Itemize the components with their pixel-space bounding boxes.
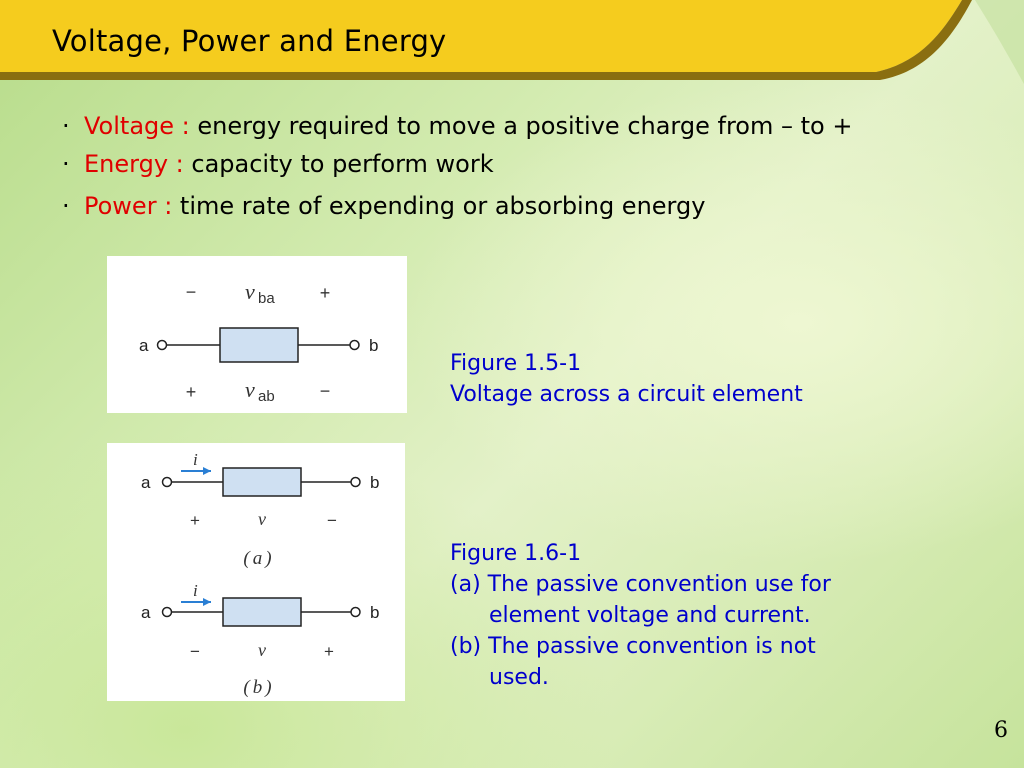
circuit-element-a — [222, 467, 302, 497]
caption-description: Voltage across a circuit element — [450, 382, 803, 407]
figure-1-5-1-image: − v ba + a b + v ab − — [107, 256, 407, 413]
caption-item-b-continued: used. — [489, 665, 549, 690]
node-a-label: a — [139, 336, 149, 355]
figure-1-6-1-image: i a b + v − (a) i a b − v + (b) — [107, 443, 405, 701]
bullet-term: Power : — [84, 192, 173, 220]
caption-figure-number: Figure 1.5-1 — [450, 351, 582, 376]
node-b-label: b — [369, 336, 378, 355]
v-ba-symbol: v — [245, 279, 255, 304]
figure-1-5-1-caption: Figure 1.5-1 Voltage across a circuit el… — [450, 348, 803, 410]
plus-sign-b: + — [324, 642, 334, 661]
minus-sign-a: − — [327, 511, 337, 530]
bullet-dot: · — [62, 192, 70, 220]
current-arrowhead-a — [203, 467, 211, 475]
bottom-minus-sign: − — [320, 381, 331, 401]
current-arrowhead-b — [203, 598, 211, 606]
title-bar: Voltage, Power and Energy — [0, 0, 1024, 84]
bullet-term: Voltage : — [84, 112, 190, 140]
caption-item-b: (b) The passive convention is not — [450, 634, 816, 659]
bullet-voltage: · Voltage : energy required to move a pos… — [62, 112, 852, 140]
bottom-plus-sign: + — [186, 382, 197, 402]
page-number: 6 — [994, 718, 1008, 743]
circuit-element — [219, 327, 299, 363]
bullet-power: · Power : time rate of expending or absor… — [62, 192, 705, 220]
terminal-b — [349, 339, 360, 351]
v-ab-subscript: ab — [258, 388, 275, 405]
bullet-energy: · Energy : capacity to perform work — [62, 150, 494, 178]
bullet-text: time rate of expending or absorbing ener… — [179, 192, 706, 220]
top-minus-sign: − — [186, 282, 197, 302]
current-label-a: i — [193, 450, 198, 469]
title-bar-shape — [0, 0, 1024, 84]
slide-title: Voltage, Power and Energy — [52, 24, 447, 58]
terminal-b-a — [350, 476, 361, 488]
terminal-a-a — [161, 476, 173, 488]
terminal-a — [156, 339, 168, 351]
subfigure-label-b: (b) — [243, 677, 274, 698]
plus-sign-a: + — [190, 511, 200, 530]
node-b-label-a: b — [370, 473, 379, 492]
node-a-label-b: a — [141, 603, 151, 622]
bullet-dot: · — [62, 150, 70, 178]
circuit-diagram-voltage: − v ba + a b + v ab − — [139, 279, 378, 405]
voltage-symbol-b: v — [258, 640, 266, 660]
bullet-text: energy required to move a positive charg… — [197, 112, 853, 140]
minus-sign-b: − — [190, 642, 200, 661]
top-plus-sign: + — [320, 283, 331, 303]
circuit-element-b — [222, 597, 302, 627]
terminal-b-b — [350, 606, 361, 618]
bullet-term: Energy : — [84, 150, 184, 178]
caption-item-a-continued: element voltage and current. — [489, 603, 811, 628]
v-ab-symbol: v — [245, 377, 255, 402]
circuit-diagram-passive-convention: i a b + v − (a) i a b − v + (b) — [141, 450, 379, 698]
terminal-a-b — [161, 606, 173, 618]
node-b-label-b: b — [370, 603, 379, 622]
caption-item-a: (a) The passive convention use for — [450, 572, 831, 597]
voltage-symbol-a: v — [258, 509, 266, 529]
bullet-dot: · — [62, 112, 70, 140]
current-label-b: i — [193, 581, 198, 600]
subfigure-label-a: (a) — [243, 548, 274, 569]
v-ba-subscript: ba — [258, 290, 275, 307]
caption-figure-number: Figure 1.6-1 — [450, 541, 582, 566]
node-a-label-a: a — [141, 473, 151, 492]
figure-1-6-1-caption: Figure 1.6-1 (a) The passive convention … — [450, 538, 831, 693]
bullet-text: capacity to perform work — [191, 150, 494, 178]
